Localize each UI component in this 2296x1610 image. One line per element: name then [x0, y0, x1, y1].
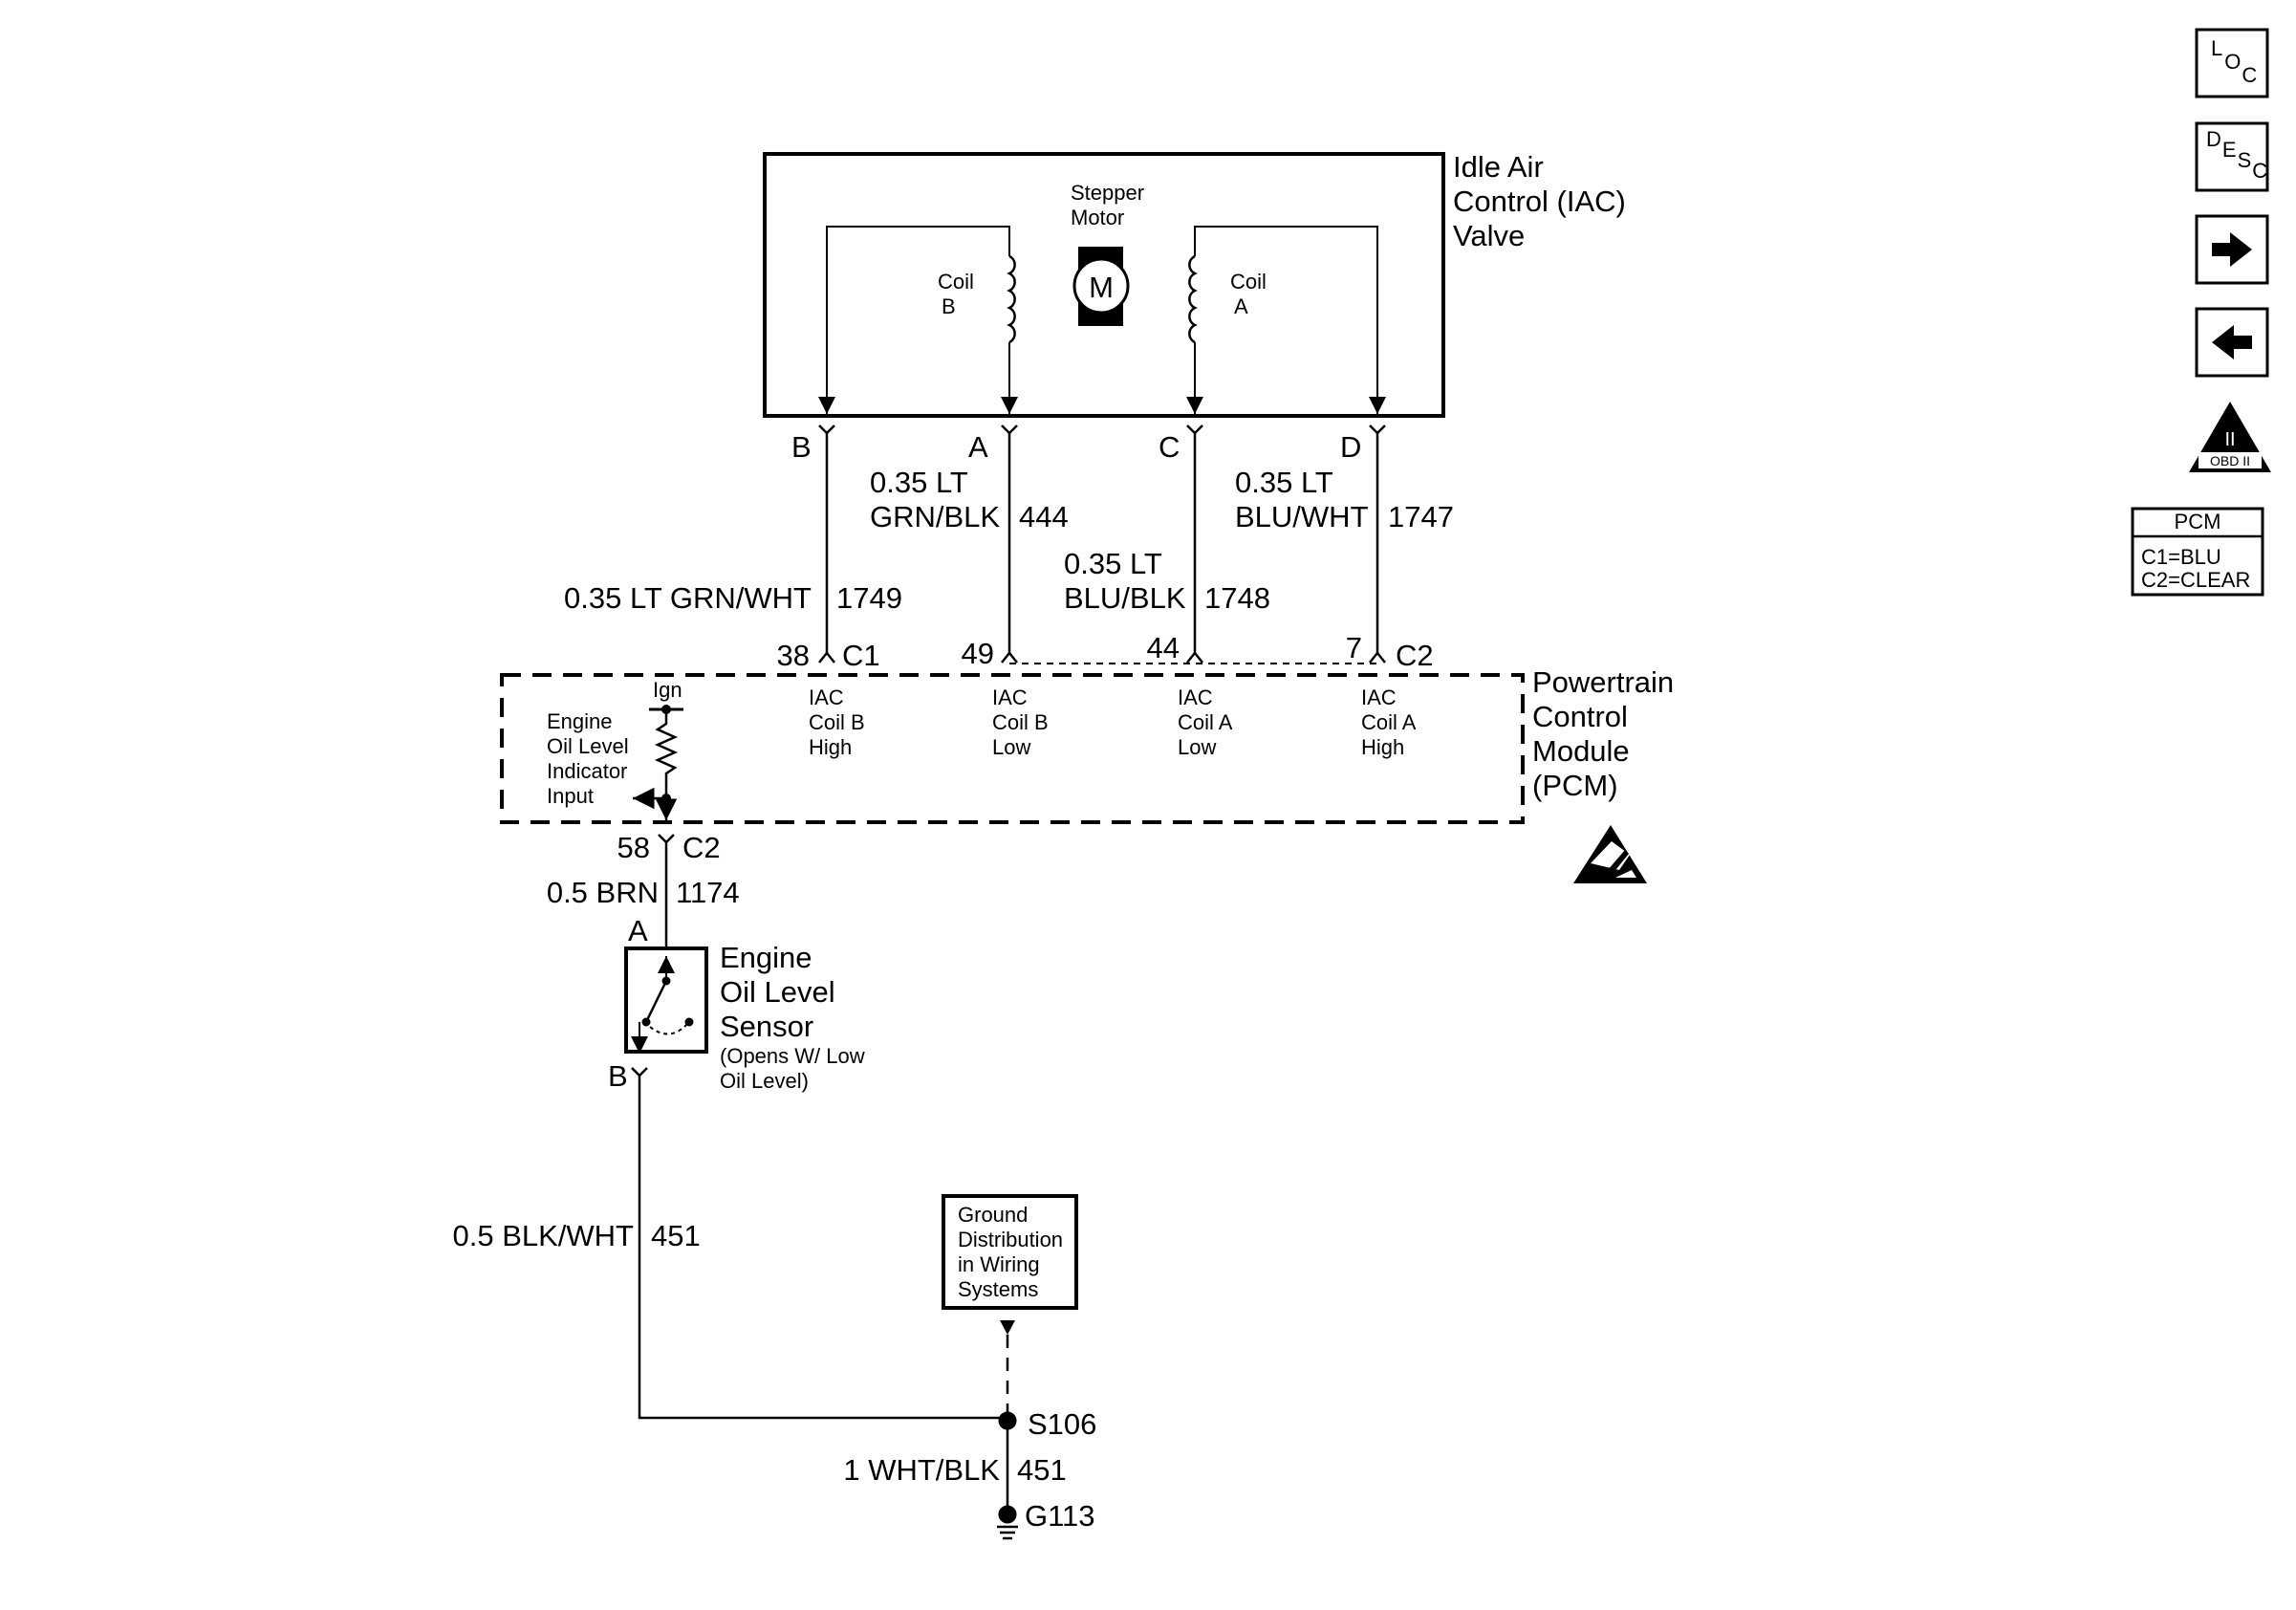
esd-symbol — [1573, 825, 1647, 883]
wire-1749 — [818, 424, 835, 664]
wire-444 — [1001, 424, 1018, 664]
connector-c2-bottom-label: C2 — [682, 831, 721, 864]
valve-pin-b: B — [791, 430, 812, 464]
wire-451-b-color: 1 WHT/BLK — [843, 1453, 1000, 1487]
desc-button[interactable] — [2195, 121, 2269, 192]
valve-pin-c: C — [1159, 430, 1180, 464]
pcm-connector-table — [2131, 507, 2264, 597]
valve-arrows — [818, 382, 1386, 414]
wire-1174-circuit: 1174 — [676, 876, 740, 909]
wire-451-circuit: 451 — [651, 1219, 701, 1252]
pcm-table-row-c1: C1=BLU — [2141, 545, 2221, 569]
wire-1749-color: 0.35 LT GRN/WHT — [564, 581, 812, 615]
ign-label: Ign — [653, 678, 682, 702]
sensor-pin-a: A — [628, 914, 648, 947]
splice-label: S106 — [1028, 1407, 1096, 1441]
side-panel — [2131, 28, 2271, 597]
oil-level-sensor — [624, 932, 1007, 1420]
pcm-pin-44: 44 — [1147, 631, 1180, 664]
obd-ii-mark: II — [2224, 429, 2235, 450]
valve-pin-a: A — [968, 430, 988, 464]
pcm-pin-58: 58 — [617, 831, 650, 864]
loc-label: LOC — [2211, 36, 2257, 87]
ground-label: G113 — [1025, 1499, 1095, 1533]
left-arrow-icon — [2212, 325, 2252, 359]
right-arrow-icon — [2212, 232, 2252, 267]
connector-c1-label: C1 — [842, 639, 880, 672]
pcm-module — [500, 673, 1525, 932]
ground-section — [942, 1194, 1078, 1540]
pcm-pin-38: 38 — [777, 639, 810, 672]
wire-451 — [631, 1067, 1007, 1420]
sensor-switch-blade — [644, 980, 668, 1023]
wire-1747-circuit: 1747 — [1388, 500, 1454, 533]
coil-b-winding — [1007, 254, 1016, 344]
desc-label: DESC — [2206, 127, 2267, 183]
valve-pin-d: D — [1340, 430, 1361, 464]
pcm-table-row-c2: C2=CLEAR — [2141, 568, 2250, 592]
wire-451-b-circuit: 451 — [1017, 1453, 1067, 1487]
wire-1174 — [658, 834, 675, 932]
obd-ii-label: OBD II — [2210, 453, 2250, 468]
wire-444-circuit: 444 — [1019, 500, 1069, 533]
wire-1749-circuit: 1749 — [836, 581, 902, 615]
coil-a-winding — [1188, 254, 1198, 344]
loc-button[interactable] — [2195, 28, 2269, 98]
pcm-pin-7: 7 — [1346, 631, 1362, 664]
sensor-pin-b: B — [608, 1059, 628, 1093]
ground-ref-box — [942, 1194, 1078, 1310]
connector-c2-label: C2 — [1396, 639, 1434, 672]
wire-451-color: 0.5 BLK/WHT — [453, 1219, 635, 1252]
coil-b-frame — [826, 226, 1010, 413]
pcm-table-header: PCM — [2175, 510, 2221, 533]
coil-a-frame — [1194, 226, 1378, 413]
pull-up-resistor — [654, 709, 679, 798]
iac-valve-box — [763, 152, 1445, 418]
wire-1748-circuit: 1748 — [1204, 581, 1270, 615]
ground-g113 — [998, 1505, 1017, 1524]
wire-1747 — [1369, 424, 1386, 664]
motor-symbol — [1072, 257, 1130, 315]
wire-1174-color: 0.5 BRN — [547, 876, 659, 909]
pcm-pin-49: 49 — [962, 637, 994, 670]
iac-valve — [763, 152, 1445, 418]
iac-wires — [818, 424, 1386, 664]
wire-1748 — [1186, 424, 1203, 664]
motor-letter: M — [1089, 271, 1114, 304]
